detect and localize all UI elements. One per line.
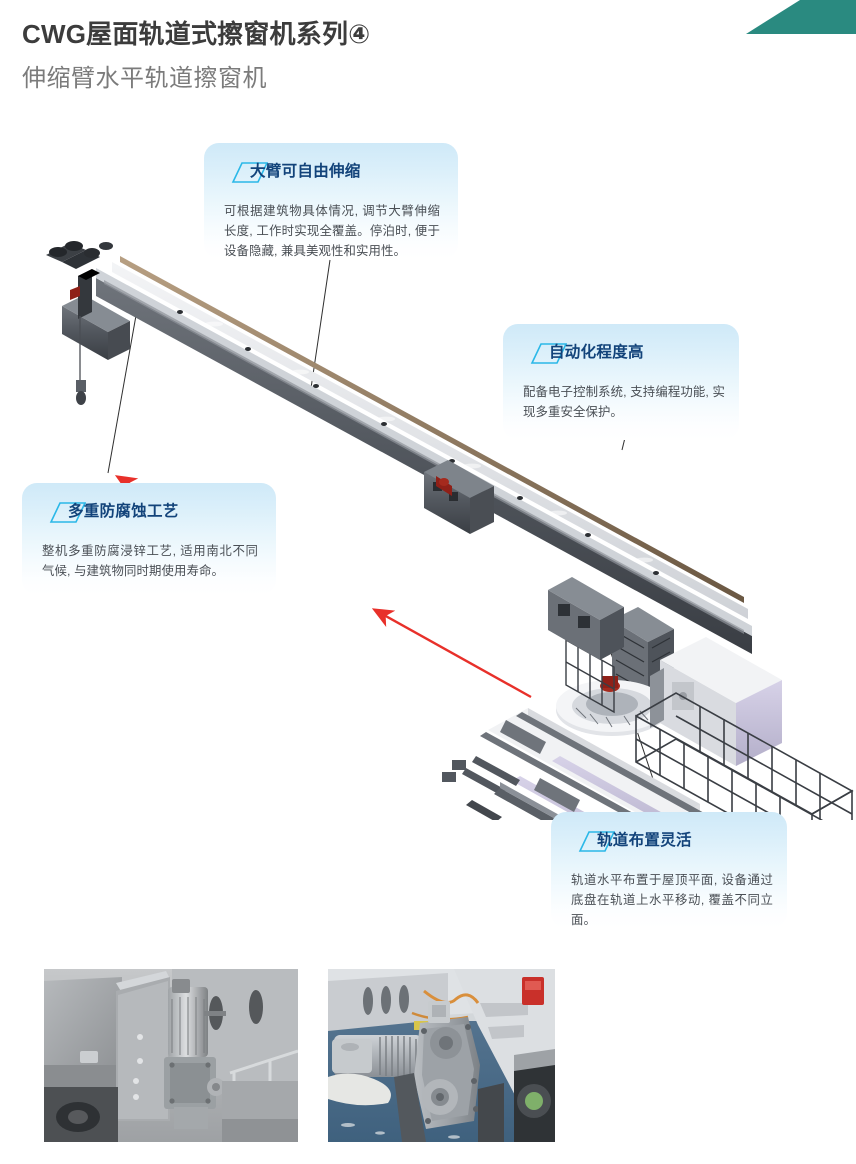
boom-rest-saddle <box>548 577 624 660</box>
guard-railing <box>635 692 854 820</box>
chassis-platform <box>442 708 706 820</box>
callout-body: 整机多重防腐浸锌工艺, 适用南北不同气候, 与建筑物同时期使用寿命。 <box>42 544 258 579</box>
slash-parallelogram-icon <box>523 341 567 366</box>
callout-title: 大臂可自由伸缩 <box>250 163 361 180</box>
corner-decoration <box>740 0 856 34</box>
callout-card-corrosion: 多重防腐蚀工艺 整机多重防腐浸锌工艺, 适用南北不同气候, 与建筑物同时期使用寿… <box>22 483 276 595</box>
page-subtitle: 伸缩臂水平轨道擦窗机 <box>22 65 267 92</box>
base-mast <box>556 607 674 736</box>
mast-railing <box>565 638 615 714</box>
arrow-extend-lower <box>371 608 532 699</box>
callout-header: 大臂可自由伸缩 <box>224 159 458 189</box>
slash-parallelogram-icon <box>42 500 86 525</box>
callout-card-automation: 自动化程度高 配备电子控制系统, 支持编程功能, 实现多重安全保护。 <box>503 324 739 440</box>
boom-tip-head <box>46 241 130 405</box>
callout-body: 轨道水平布置于屋顶平面, 设备通过底盘在轨道上水平移动, 覆盖不同立面。 <box>571 873 773 928</box>
machinery-house <box>650 637 782 766</box>
slash-parallelogram-icon <box>571 829 615 854</box>
callout-body: 配备电子控制系统, 支持编程功能, 实现多重安全保护。 <box>523 385 725 420</box>
page-title: CWG屋面轨道式擦窗机系列④ <box>22 19 371 49</box>
callout-title: 轨道布置灵活 <box>597 832 692 849</box>
boom-mid-carriage <box>424 460 494 534</box>
callout-header: 自动化程度高 <box>523 340 739 370</box>
photo-gearbox-color <box>328 969 555 1142</box>
photo-gearbox-mono <box>44 969 298 1142</box>
callout-title: 自动化程度高 <box>549 344 644 361</box>
callout-card-rail: 轨道布置灵活 轨道水平布置于屋顶平面, 设备通过底盘在轨道上水平移动, 覆盖不同… <box>551 812 787 928</box>
callout-title: 多重防腐蚀工艺 <box>68 503 179 520</box>
slash-parallelogram-icon <box>224 160 268 185</box>
callout-header: 多重防腐蚀工艺 <box>42 499 276 529</box>
callout-header: 轨道布置灵活 <box>571 828 787 858</box>
callout-body: 可根据建筑物具体情况, 调节大臂伸缩长度, 工作时实现全覆盖。停泊时, 便于设备… <box>224 204 440 259</box>
callout-card-boom: 大臂可自由伸缩 可根据建筑物具体情况, 调节大臂伸缩长度, 工作时实现全覆盖。停… <box>204 143 458 259</box>
